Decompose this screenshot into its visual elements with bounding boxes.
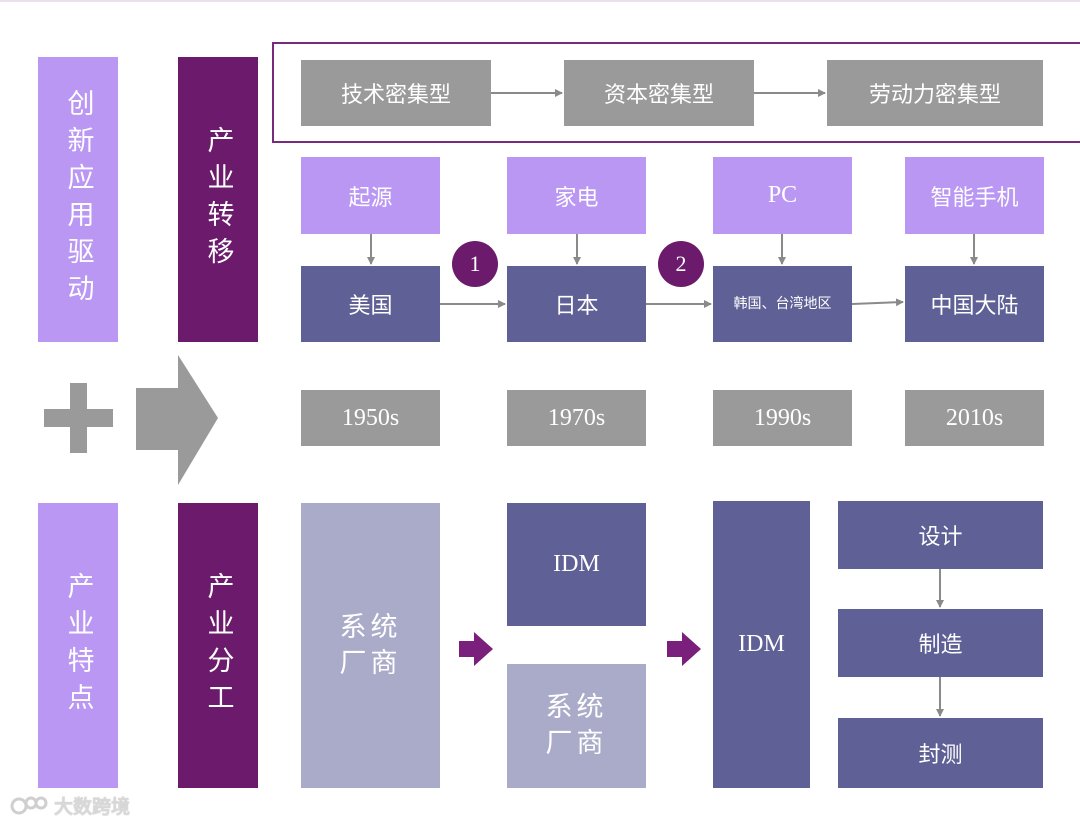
region-box-mainland-china: 中国大陆 — [905, 266, 1044, 342]
industry-traits-label: 产业特点 — [38, 503, 118, 788]
purple-arrow-icon-1 — [459, 632, 493, 666]
driver-box-appliance: 家电 — [507, 157, 646, 234]
intensity-box-capital: 资本密集型 — [564, 60, 754, 126]
wave-number-1: 1 — [452, 241, 498, 287]
division-manufacturing: 制造 — [838, 609, 1043, 677]
year-box-1990s: 1990s — [713, 390, 852, 446]
intensity-box-labor: 劳动力密集型 — [827, 60, 1043, 126]
wave-number-2: 2 — [658, 241, 704, 287]
division-idm-tall: IDM — [713, 501, 810, 788]
division-design: 设计 — [838, 501, 1043, 569]
industry-transfer-label: 产业转移 — [178, 57, 258, 342]
region-box-usa: 美国 — [301, 266, 440, 342]
division-system-vendor-2: 系统厂商 — [507, 664, 646, 788]
year-box-1970s: 1970s — [507, 390, 646, 446]
region-box-korea-taiwan: 韩国、台湾地区 — [713, 266, 852, 342]
division-packaging-testing: 封测 — [838, 718, 1043, 788]
year-box-2010s: 2010s — [905, 390, 1044, 446]
driver-box-pc: PC — [713, 157, 852, 234]
plus-icon — [44, 383, 113, 453]
industry-division-label: 产业分工 — [178, 503, 258, 788]
watermark: 大数跨境 — [10, 792, 130, 819]
innovation-driven-label: 创新应用驱动 — [38, 57, 118, 342]
region-box-japan: 日本 — [507, 266, 646, 342]
intensity-frame — [272, 42, 1080, 143]
big-right-arrow-icon — [136, 355, 218, 485]
year-box-1950s: 1950s — [301, 390, 440, 446]
intensity-box-tech: 技术密集型 — [301, 60, 491, 126]
division-system-vendor-1: 系统厂商 — [301, 503, 440, 788]
top-divider — [0, 0, 1080, 2]
driver-box-smartphone: 智能手机 — [905, 157, 1044, 234]
driver-box-origin: 起源 — [301, 157, 440, 234]
purple-arrow-icon-2 — [667, 632, 701, 666]
division-idm-top: IDM — [507, 503, 646, 626]
arrow-korea-to-china — [851, 298, 904, 307]
watermark-logo-icon — [10, 796, 48, 814]
